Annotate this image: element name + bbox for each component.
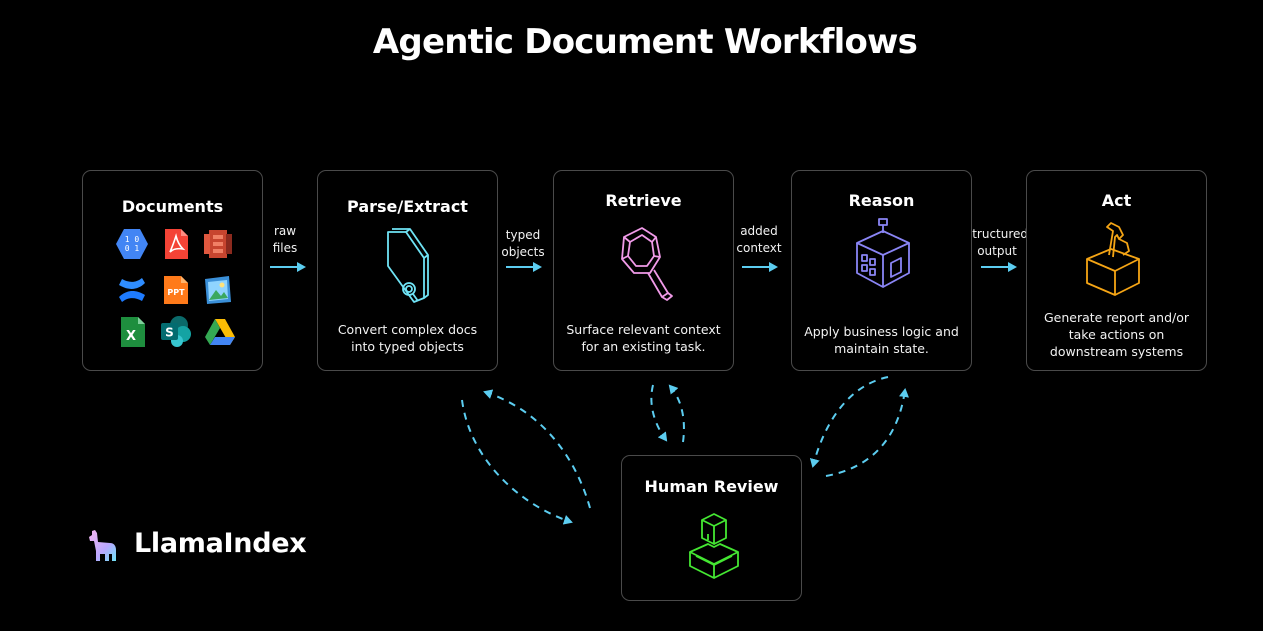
document-search-icon [387,228,429,303]
diagram-title: Agentic Document Workflows [372,22,918,62]
google-drive-icon [205,319,235,345]
loop-human-to-retrieve [668,384,685,443]
gcs-icon: 1 0 0 1 [116,229,148,259]
loop-retrieve-to-human [650,384,668,442]
edge-label-raw-files: raw files [272,224,298,255]
node-human-title: Human Review [644,477,779,496]
node-retrieve-desc: Surface relevant context for an existing… [566,322,721,354]
brand-name: LlamaIndex [134,528,307,559]
svg-text:S: S [165,326,174,340]
edge-label-structured-output: structured output [965,227,1029,258]
node-act-desc: Generate report and/or take actions on d… [1043,310,1190,359]
loop-human-to-reason [825,388,909,477]
svg-text:1 0: 1 0 [125,235,140,244]
confluence-icon [119,278,145,302]
node-retrieve: Retrieve Surface relevant context for an… [553,170,734,371]
excel-icon: X [121,317,145,347]
node-reason-title: Reason [848,191,915,210]
s3-icon [204,230,232,258]
node-documents: Documents 1 0 0 1 PPT X [82,170,263,371]
node-parse-extract: Parse/Extract Convert complex docs into … [317,170,498,371]
svg-text:PPT: PPT [167,288,185,297]
svg-text:0 1: 0 1 [125,244,140,253]
loop-human-to-parse [483,389,591,509]
node-retrieve-title: Retrieve [605,191,682,210]
ppt-icon: PPT [164,276,188,304]
node-parse-desc: Convert complex docs into typed objects [337,322,478,354]
image-icon [205,276,231,304]
sharepoint-icon: S [161,316,191,347]
loop-reason-to-human [809,376,889,468]
node-human-review: Human Review [621,455,802,601]
node-reason: Reason Apply business logic and maintain… [791,170,972,371]
edge-label-added-context: added context [736,224,782,255]
node-reason-desc: Apply business logic and maintain state. [804,324,959,356]
node-act: Act Generate report and/or take actions … [1026,170,1207,371]
loop-parse-to-human [461,399,573,525]
node-parse-title: Parse/Extract [347,197,468,216]
llama-icon [89,530,116,561]
node-act-title: Act [1101,191,1132,210]
human-avatar-icon [689,513,739,579]
box-wrench-icon [1086,222,1140,296]
pdf-icon [165,229,188,259]
edge-label-typed-objects: typed objects [501,228,545,259]
node-documents-title: Documents [121,197,224,216]
svg-text:X: X [126,329,136,344]
processor-building-icon [856,218,910,288]
magnifier-icon [621,227,673,301]
